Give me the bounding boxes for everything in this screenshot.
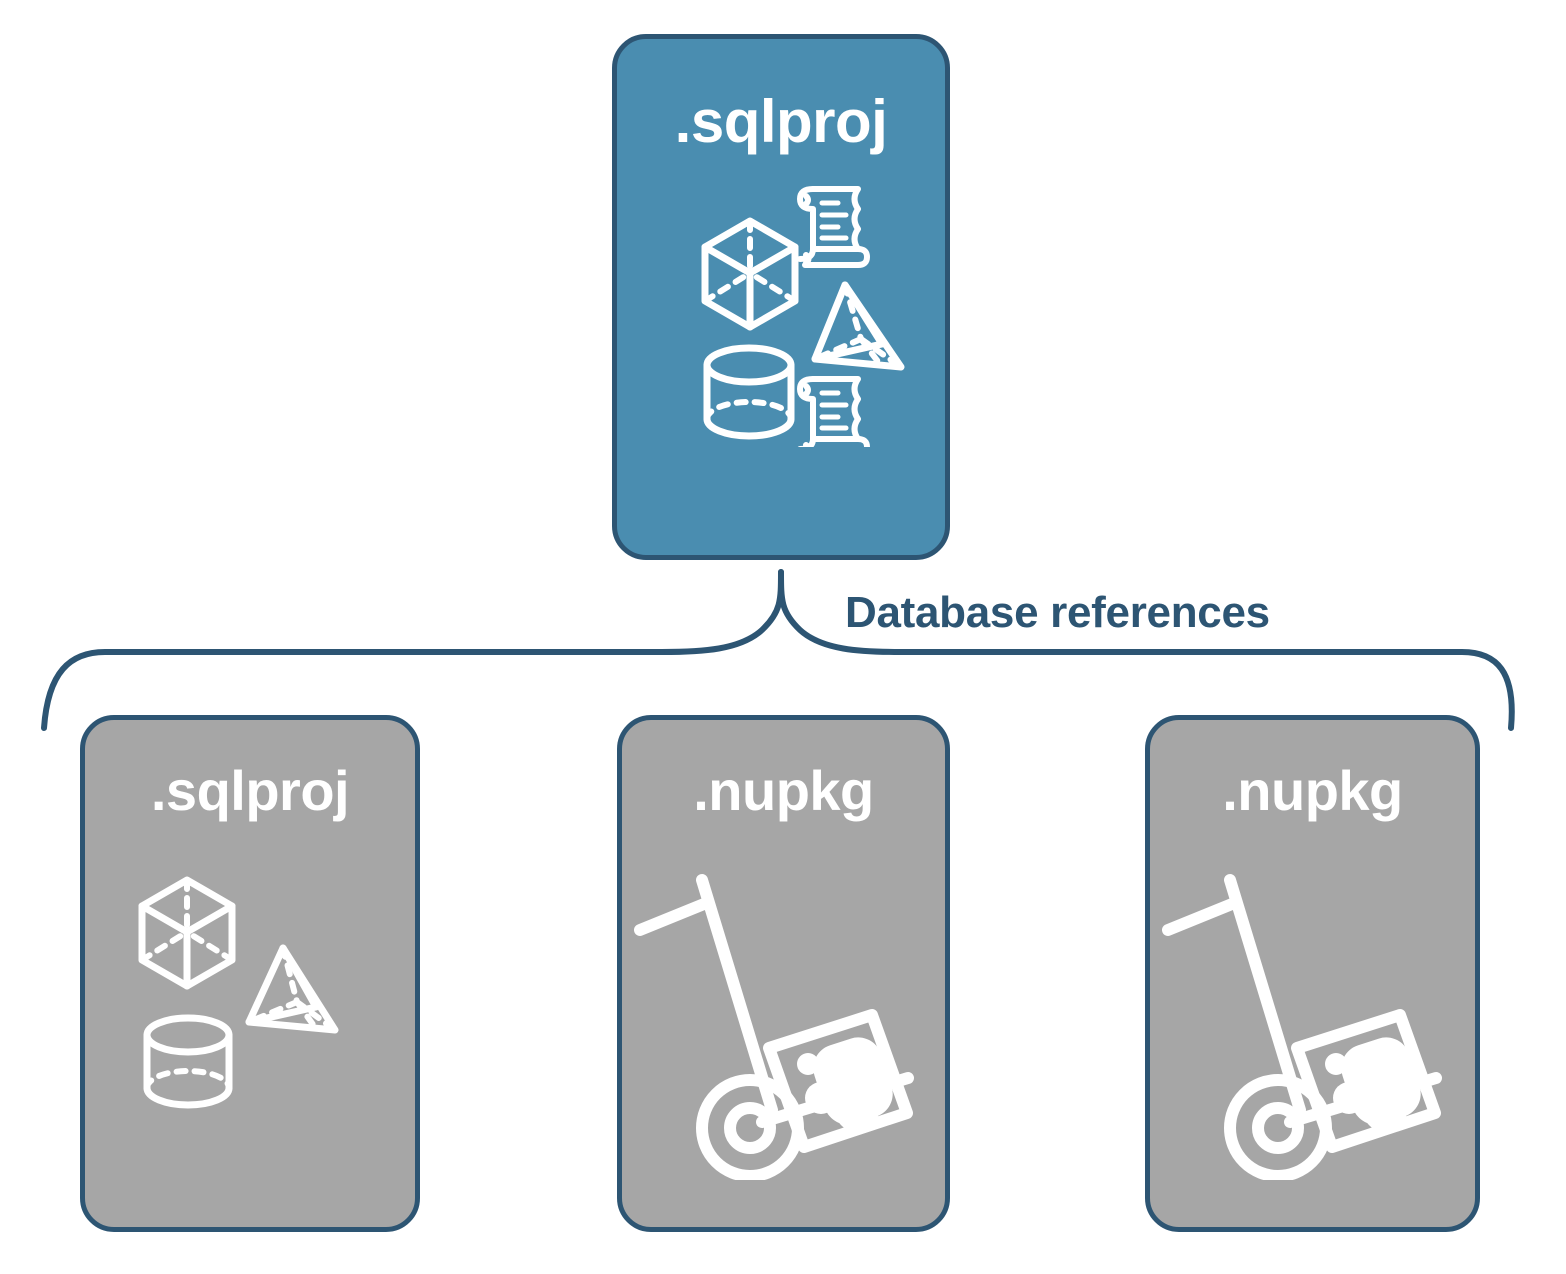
node-nupkg-reference-1[interactable]: .nupkg — [617, 715, 950, 1232]
nuget-handtruck-illustration — [634, 874, 914, 1182]
node-label-parent: .sqlproj — [674, 88, 888, 155]
pyramid-wireframe-icon — [245, 944, 339, 1034]
nuget-logo-icon — [797, 1037, 893, 1132]
nuget-handtruck-illustration — [1162, 874, 1442, 1182]
parent-node-artwork — [617, 167, 945, 458]
connector-label-database-references: Database references — [845, 588, 1270, 637]
sql-objects-illustration — [701, 186, 905, 458]
cylinder-wireframe-icon — [703, 344, 795, 440]
nuget-package-box-icon — [1291, 1009, 1441, 1153]
nuget-logo-icon — [1325, 1037, 1421, 1132]
cube-wireframe-icon — [138, 876, 236, 990]
node-nupkg-reference-2[interactable]: .nupkg — [1145, 715, 1480, 1232]
nuget-package-box-icon — [763, 1009, 913, 1153]
sql-shapes-illustration — [138, 876, 339, 1109]
database-references-brace — [41, 569, 1515, 731]
scroll-script-icon — [797, 376, 870, 458]
pyramid-wireframe-icon — [811, 281, 905, 371]
child-0-artwork — [85, 850, 415, 1150]
node-sqlproj-parent[interactable]: .sqlproj — [612, 34, 950, 560]
cube-wireframe-icon — [701, 217, 799, 331]
node-label-child-2: .nupkg — [1222, 759, 1403, 822]
node-label-child-1: .nupkg — [693, 759, 874, 822]
node-sqlproj-reference[interactable]: .sqlproj — [80, 715, 420, 1232]
child-1-artwork — [622, 860, 945, 1182]
scroll-script-icon — [797, 186, 870, 268]
node-label-child-0: .sqlproj — [150, 759, 350, 822]
child-2-artwork — [1150, 860, 1475, 1182]
cylinder-wireframe-icon — [143, 1014, 233, 1109]
